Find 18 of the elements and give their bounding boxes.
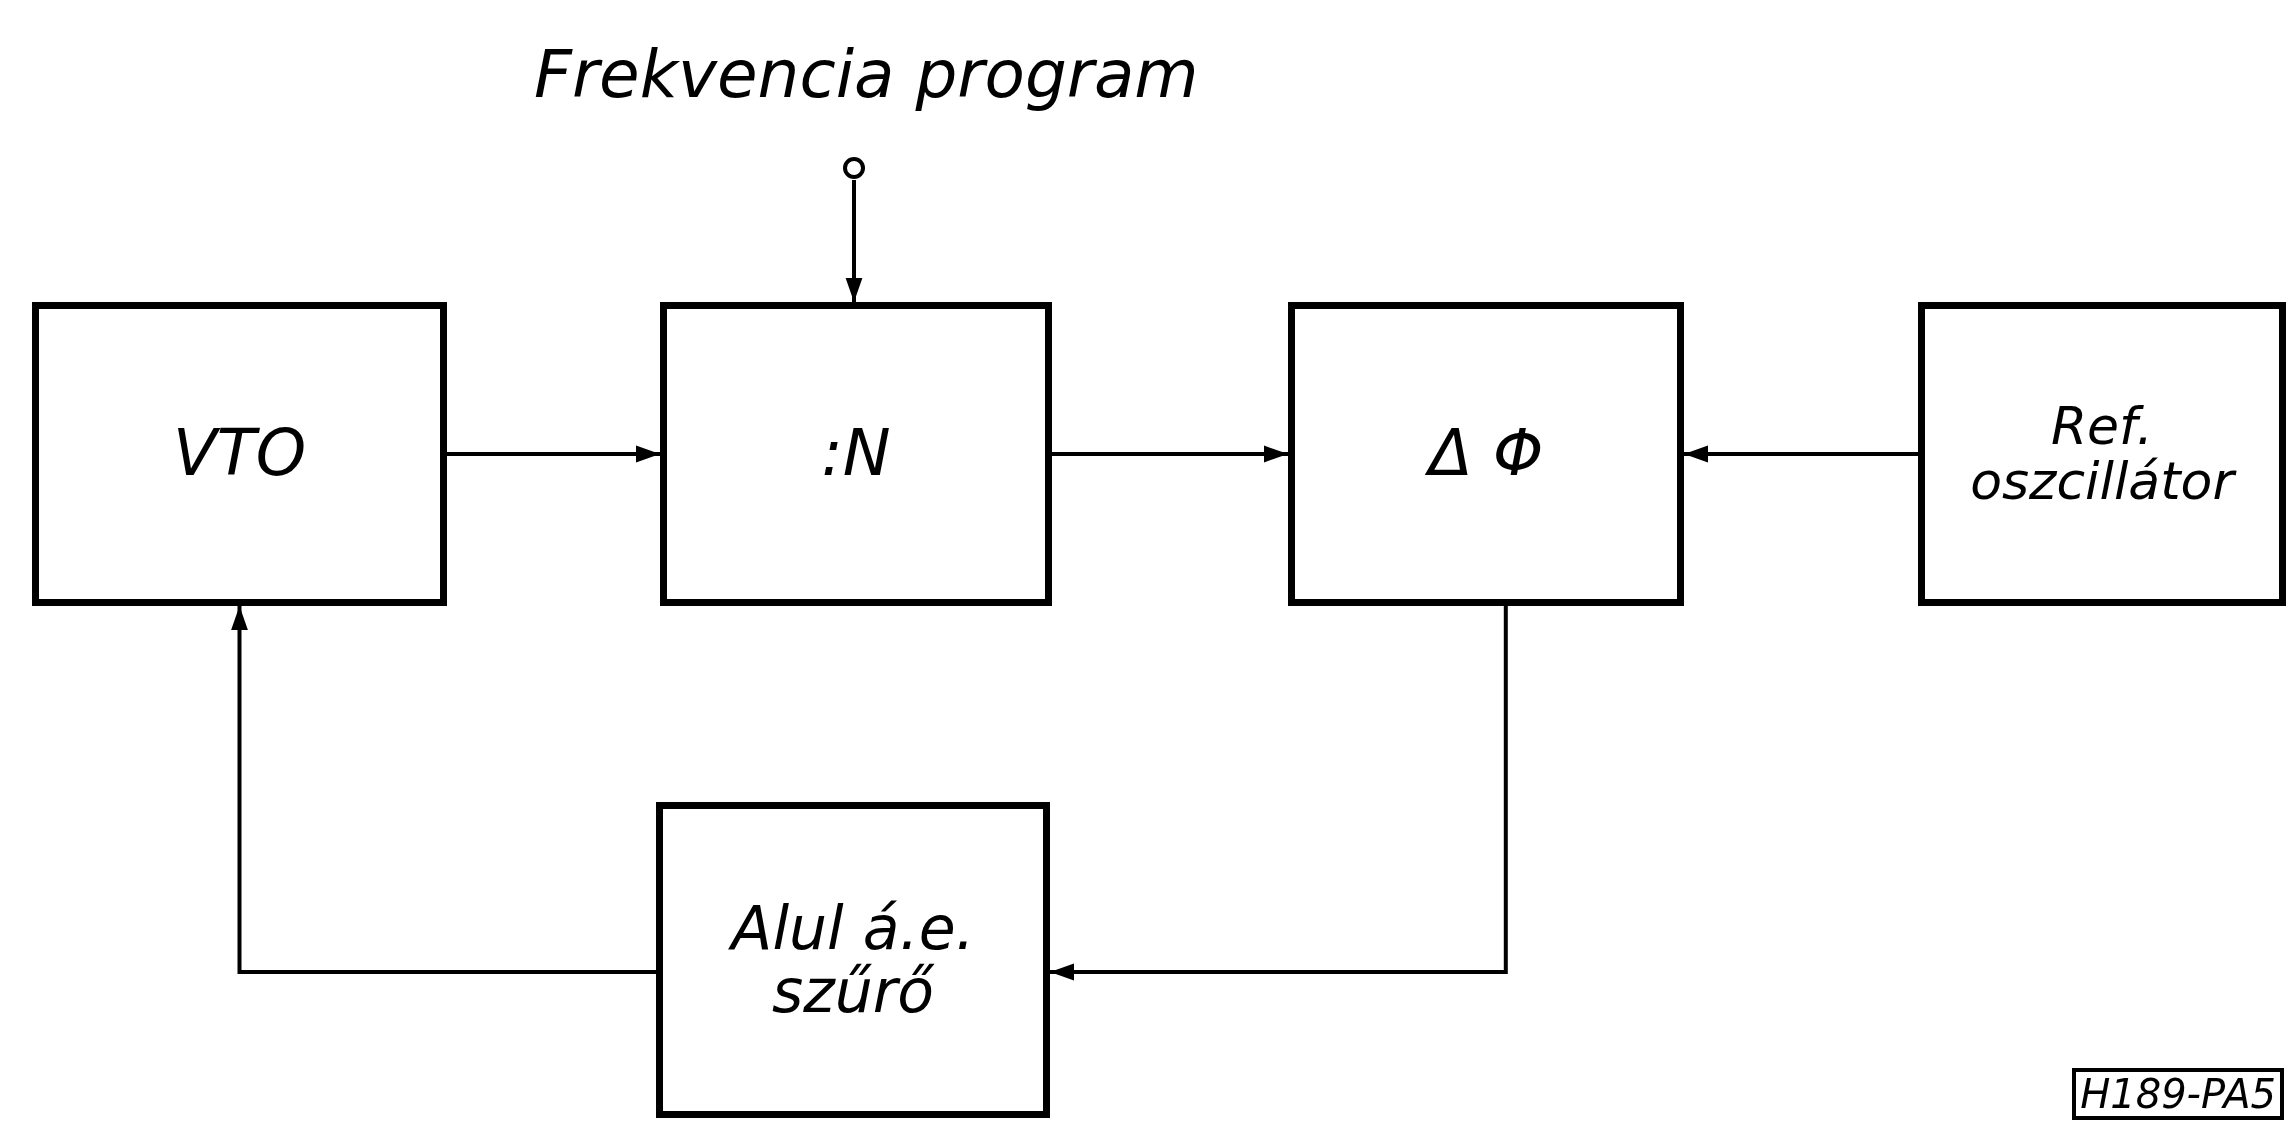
block-label: :N bbox=[821, 420, 891, 488]
block-box bbox=[32, 302, 447, 606]
arrow bbox=[231, 606, 656, 974]
block-box bbox=[1918, 302, 2286, 606]
block-label: Ref. oszcillátor bbox=[1925, 399, 2279, 509]
arrow bbox=[1052, 445, 1288, 463]
block-box bbox=[660, 302, 1052, 606]
arrow bbox=[1684, 445, 1918, 463]
arrow bbox=[447, 445, 660, 463]
figure-code: H189-PA5 bbox=[2072, 1068, 2284, 1120]
block-box bbox=[656, 802, 1050, 1118]
block-label: Alul á.e. szűrő bbox=[663, 897, 1043, 1023]
block-box bbox=[1288, 302, 1684, 606]
arrow bbox=[1050, 606, 1508, 981]
input-label: Frekvencia program bbox=[534, 36, 1199, 113]
terminal-circle bbox=[842, 156, 866, 180]
block-label: VTO bbox=[172, 420, 307, 488]
arrow bbox=[845, 180, 863, 302]
